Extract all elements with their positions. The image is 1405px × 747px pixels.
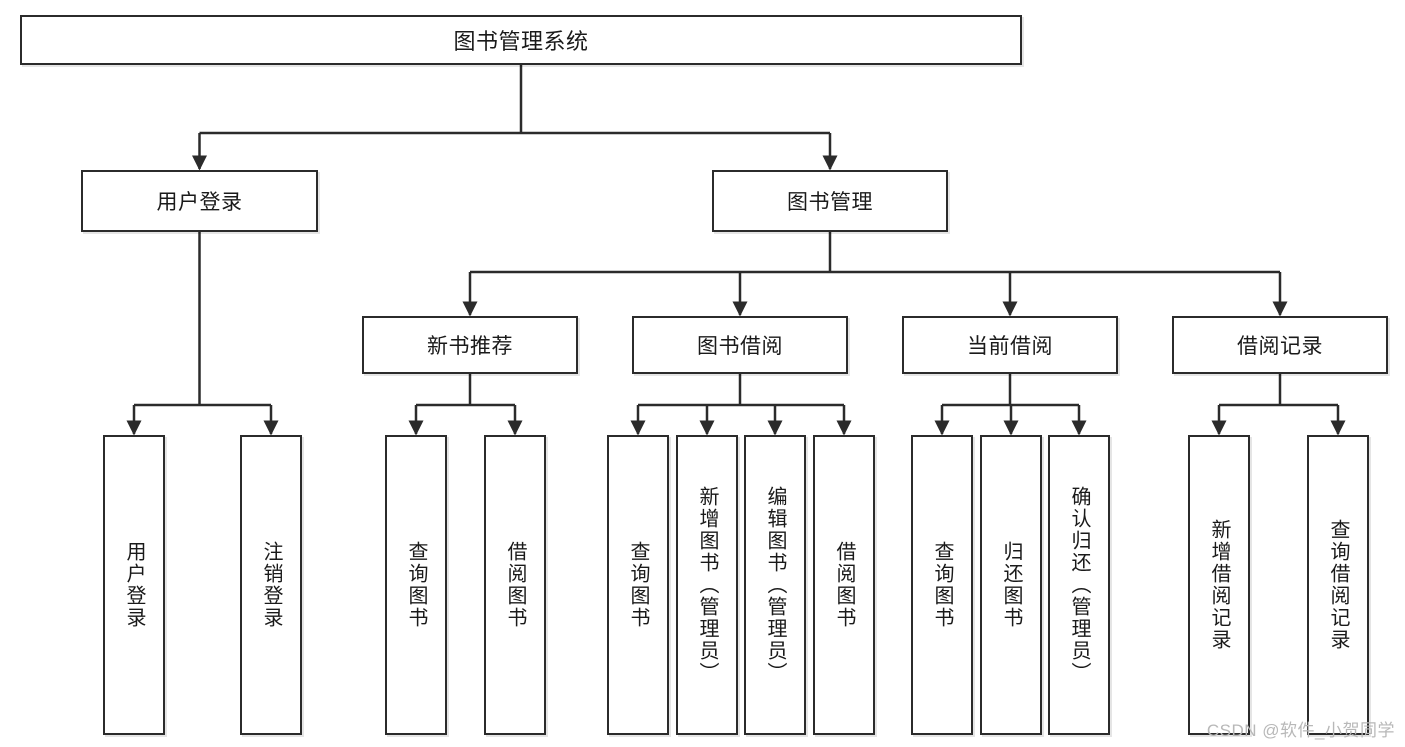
- node-leaf-logout[interactable]: 注销登录: [240, 435, 302, 735]
- node-label: 用户登录: [156, 191, 243, 214]
- node-leaf-bk-borrow[interactable]: 借阅图书: [813, 435, 875, 735]
- node-newbook[interactable]: 新书推荐: [362, 316, 578, 374]
- node-label: 查询图书: [931, 541, 953, 629]
- node-label: 当前借阅: [967, 335, 1053, 358]
- node-label: 图书借阅: [697, 335, 783, 358]
- node-leaf-cb-query[interactable]: 查询图书: [911, 435, 973, 735]
- node-root[interactable]: 图书管理系统: [20, 15, 1022, 65]
- node-records[interactable]: 借阅记录: [1172, 316, 1388, 374]
- node-label: 归还图书: [1000, 541, 1022, 629]
- node-login[interactable]: 用户登录: [81, 170, 318, 232]
- node-leaf-user-login[interactable]: 用户登录: [103, 435, 165, 735]
- node-label: 借阅记录: [1237, 335, 1323, 358]
- node-label: 用户登录: [123, 541, 145, 629]
- node-leaf-bk-add[interactable]: 新增图书（管理员）: [676, 435, 738, 735]
- node-label: 新增图书（管理员）: [696, 486, 718, 684]
- node-label: 确认归还（管理员）: [1068, 486, 1090, 684]
- node-borrow[interactable]: 图书借阅: [632, 316, 848, 374]
- node-label: 新书推荐: [427, 335, 513, 358]
- node-label: 新增借阅记录: [1208, 519, 1230, 651]
- node-leaf-rc-query[interactable]: 查询借阅记录: [1307, 435, 1369, 735]
- node-current[interactable]: 当前借阅: [902, 316, 1118, 374]
- node-bookmgmt[interactable]: 图书管理: [712, 170, 948, 232]
- node-label: 查询图书: [627, 541, 649, 629]
- node-leaf-cb-confirm[interactable]: 确认归还（管理员）: [1048, 435, 1110, 735]
- node-label: 借阅图书: [504, 541, 526, 629]
- node-label: 图书管理: [787, 191, 873, 214]
- node-label: 借阅图书: [833, 541, 855, 629]
- node-label: 查询图书: [405, 541, 427, 629]
- node-label: 编辑图书（管理员）: [764, 486, 786, 684]
- node-label: 图书管理系统: [453, 29, 589, 54]
- node-leaf-nb-query[interactable]: 查询图书: [385, 435, 447, 735]
- node-label: 查询借阅记录: [1327, 519, 1349, 651]
- node-leaf-bk-query[interactable]: 查询图书: [607, 435, 669, 735]
- node-leaf-cb-return[interactable]: 归还图书: [980, 435, 1042, 735]
- node-leaf-nb-borrow[interactable]: 借阅图书: [484, 435, 546, 735]
- node-label: 注销登录: [260, 541, 282, 629]
- node-leaf-rc-add[interactable]: 新增借阅记录: [1188, 435, 1250, 735]
- node-leaf-bk-edit[interactable]: 编辑图书（管理员）: [744, 435, 806, 735]
